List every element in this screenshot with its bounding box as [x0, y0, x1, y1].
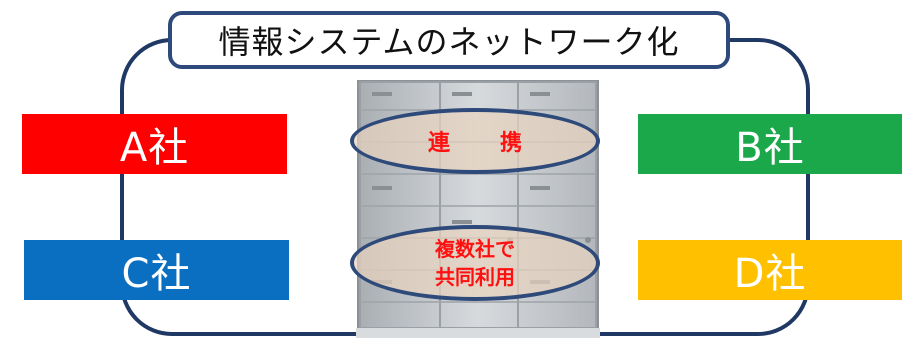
- diagram-title: 情報システムのネットワーク化: [218, 23, 680, 61]
- collaboration-label: 連 携: [427, 131, 536, 156]
- company-d-label: D社: [733, 251, 807, 297]
- title-box: 情報システムのネットワーク化: [168, 11, 730, 69]
- company-d-box: D社: [638, 240, 902, 300]
- company-b-box: B社: [638, 114, 902, 174]
- collaboration-ellipse: 連 携: [350, 108, 600, 174]
- company-c-label: C社: [121, 251, 192, 297]
- shared-use-ellipse: 複数社で 共同利用: [350, 225, 600, 301]
- shared-use-line1: 複数社で: [435, 237, 515, 261]
- company-b-label: B社: [735, 125, 805, 171]
- company-c-box: C社: [24, 240, 289, 300]
- shared-use-line2: 共同利用: [435, 265, 515, 289]
- company-a-label: A社: [119, 125, 190, 171]
- company-a-box: A社: [22, 114, 287, 174]
